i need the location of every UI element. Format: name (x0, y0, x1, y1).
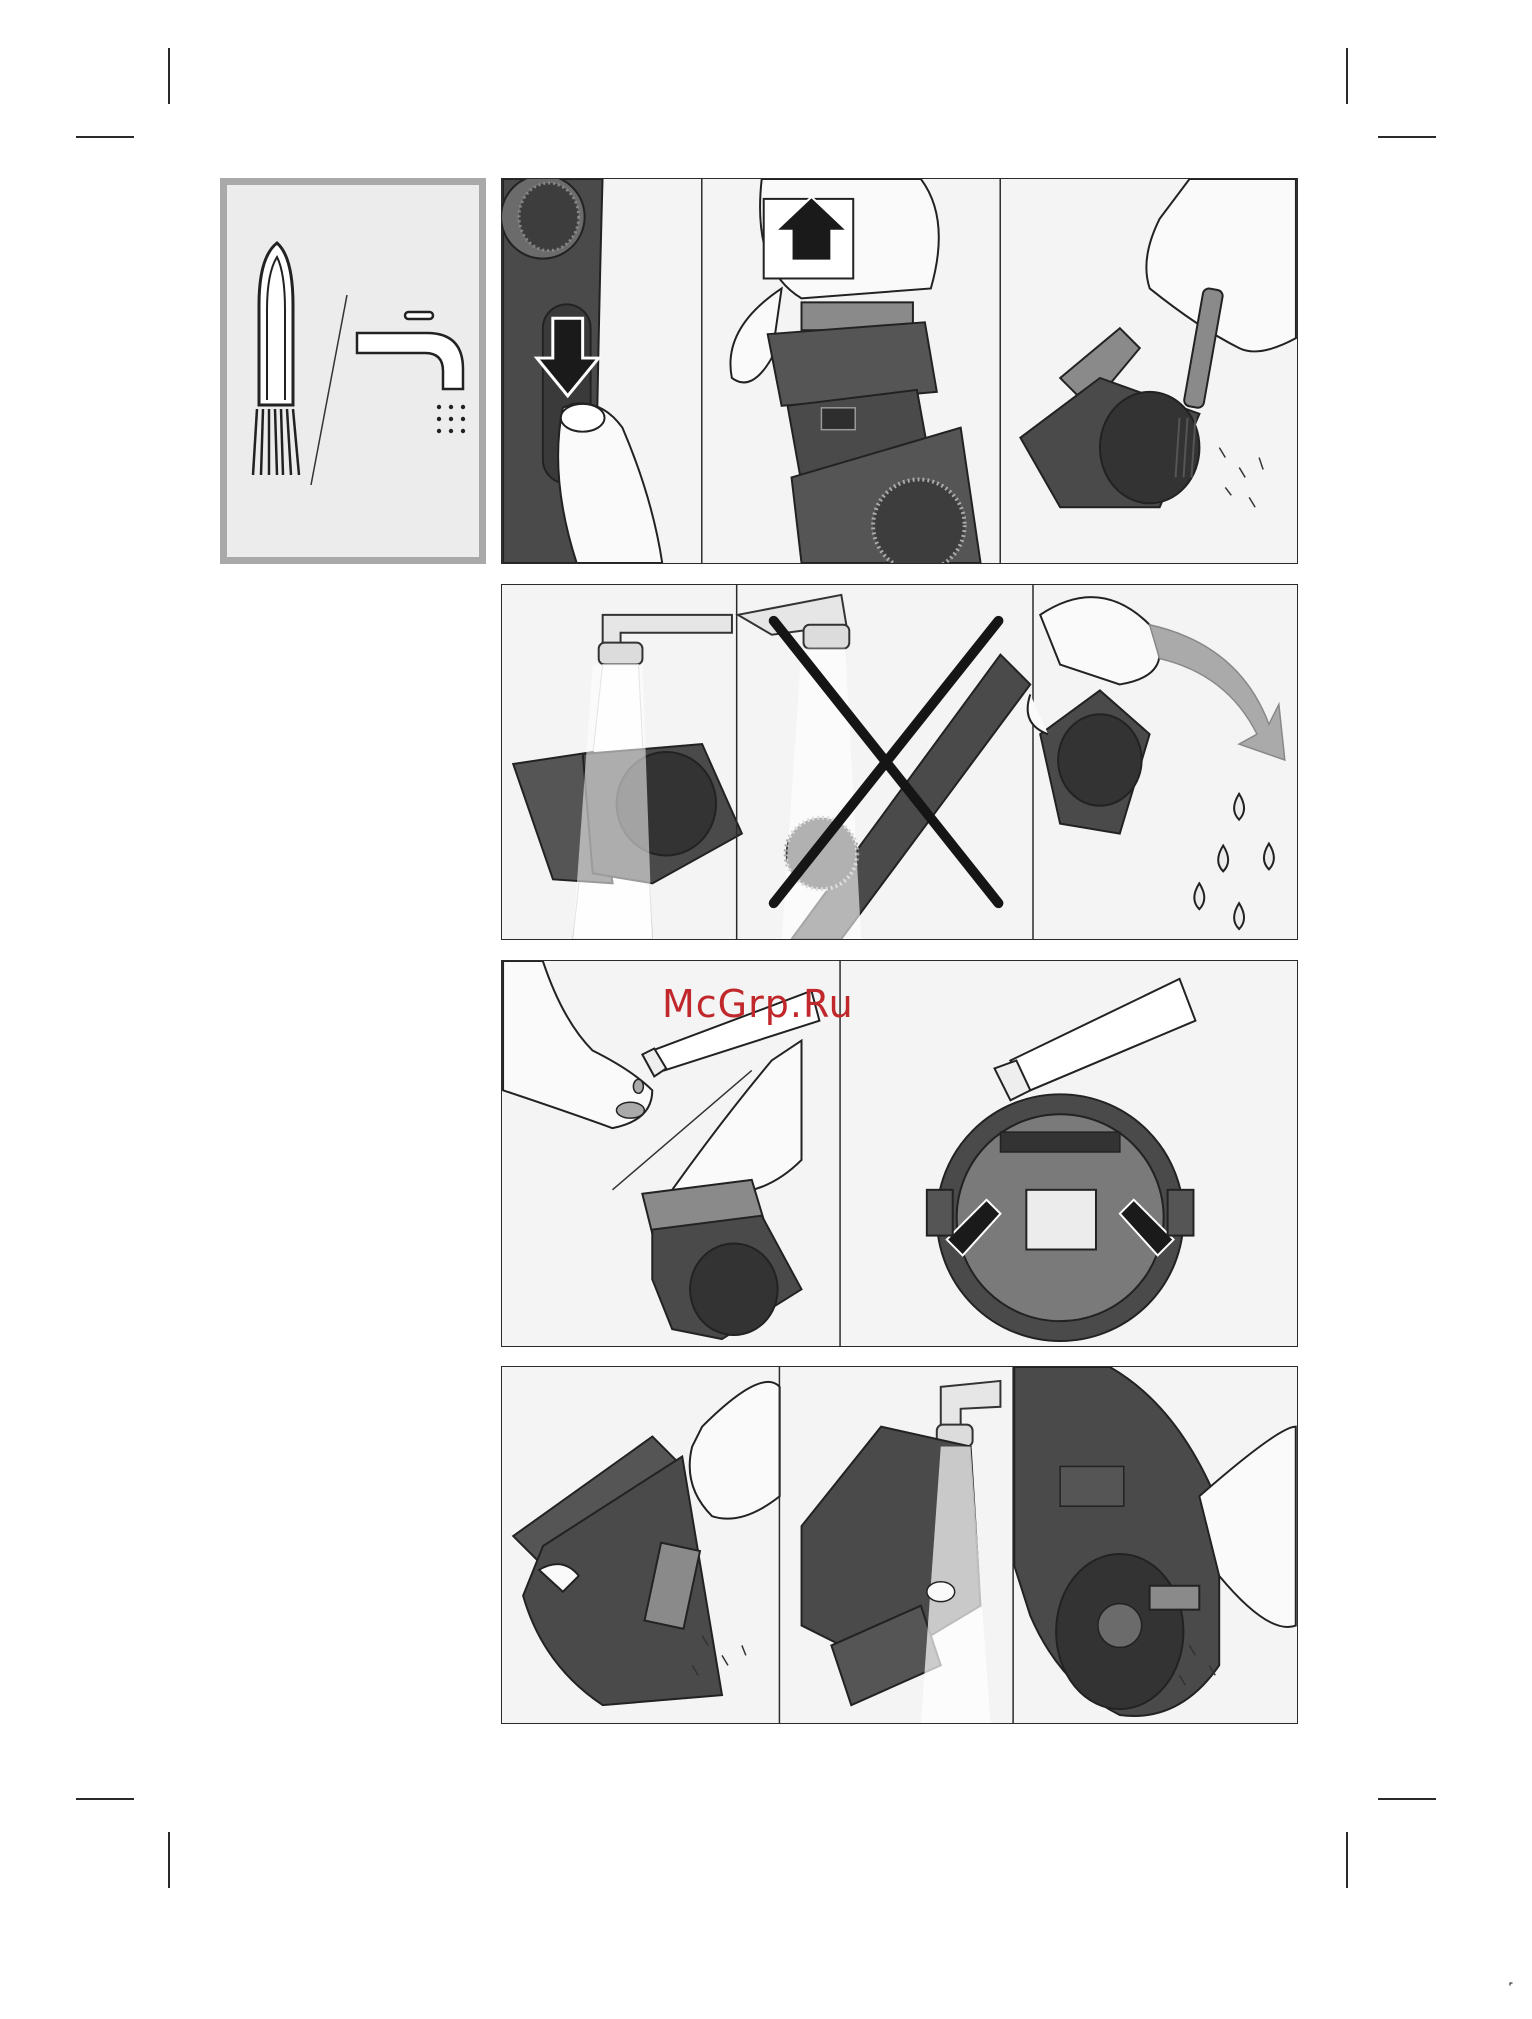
crop-mark-bl-v (168, 1832, 170, 1888)
row-1 (501, 178, 1298, 564)
crop-mark-tl-v (168, 48, 170, 104)
legend-art (227, 185, 479, 557)
row-2 (501, 584, 1298, 940)
brush-clean-head-step (1020, 179, 1296, 507)
rinse-comb-step (802, 1381, 1001, 1723)
divider (1032, 585, 1033, 939)
divider (736, 585, 737, 939)
remove-head-step (730, 179, 980, 563)
crop-mark-tl-h (76, 136, 134, 138)
crop-mark-bl-h (76, 1798, 134, 1800)
crop-mark-tr-v (1346, 48, 1348, 104)
row-2-art (502, 585, 1297, 939)
shake-dry-step (1028, 597, 1285, 929)
release-head-step (502, 179, 662, 563)
divider (999, 179, 1000, 563)
legend-separator (311, 295, 347, 485)
page-mark: ˹ (1508, 1980, 1514, 2001)
row-3-art (502, 961, 1297, 1346)
crop-mark-br-v (1346, 1832, 1348, 1888)
brush-body-step (1014, 1367, 1295, 1716)
row-3 (501, 960, 1298, 1347)
tap-water-icon (357, 312, 465, 433)
crop-mark-tr-h (1378, 136, 1436, 138)
brush-icon (253, 243, 299, 475)
row-4 (501, 1366, 1298, 1724)
crop-mark-br-h (1378, 1798, 1436, 1800)
oil-cutter-step (927, 979, 1196, 1341)
no-rinse-body-step (738, 595, 1030, 939)
rinse-head-step (513, 615, 742, 939)
row-4-art (502, 1367, 1297, 1723)
row-1-art (502, 179, 1297, 563)
brush-comb-step (513, 1382, 780, 1705)
divider (701, 179, 702, 563)
cleaning-legend (220, 178, 486, 564)
watermark: McGrp.Ru (662, 982, 854, 1026)
divider (779, 1367, 780, 1723)
